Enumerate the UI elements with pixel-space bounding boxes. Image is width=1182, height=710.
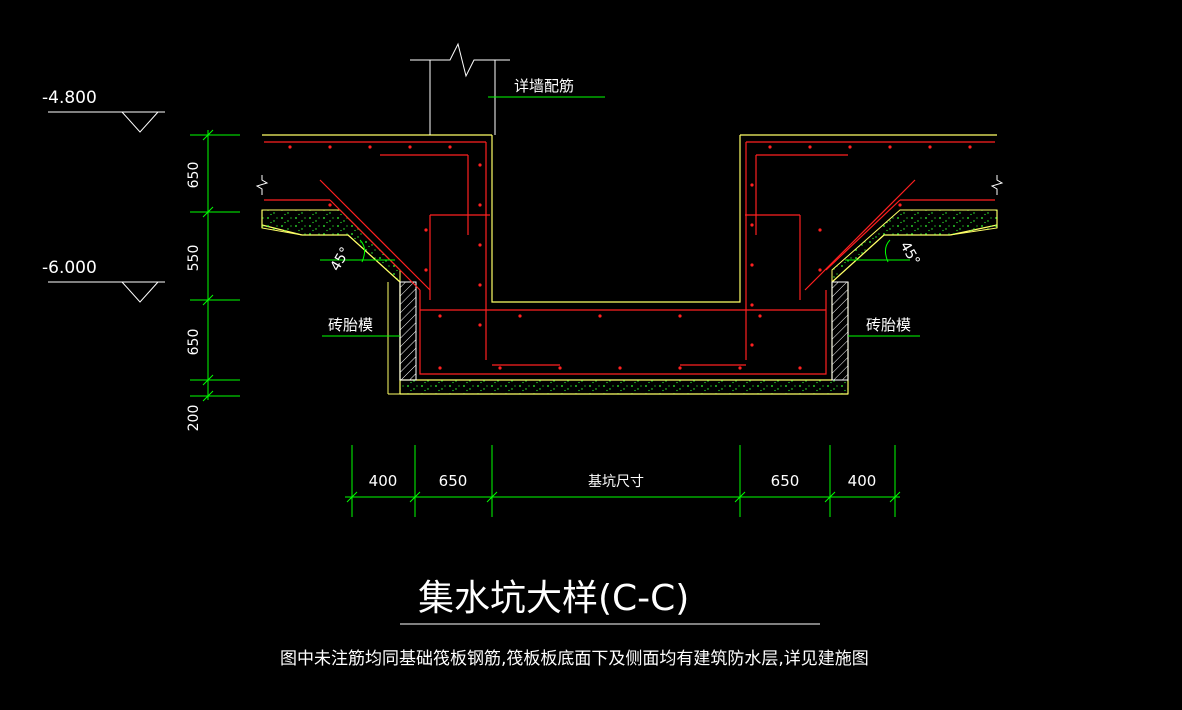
horizontal-dim-3: 基坑尺寸	[588, 473, 644, 490]
elevation-label-top: -4.800	[42, 88, 97, 108]
horizontal-dim-1: 400	[369, 472, 398, 490]
elevation-marker-top	[48, 111, 165, 133]
elevation-markers: -4.800 -6.000	[42, 88, 165, 303]
vertical-dim-4: 200	[186, 405, 202, 432]
slab-break-marks	[255, 175, 1004, 195]
rebar	[264, 141, 995, 375]
vertical-dim-1: 650	[186, 162, 202, 189]
brick-mold-label-right: 砖胎模	[866, 316, 911, 334]
elevation-label-bottom: -6.000	[42, 258, 97, 278]
horizontal-dim-4: 650	[771, 472, 800, 490]
brick-formwork	[387, 281, 849, 395]
angle-label-right: 45°	[897, 239, 923, 269]
pit-outline	[261, 134, 998, 395]
vertical-dimension-chain	[190, 129, 240, 402]
drawing-title: 集水坑大样(C-C)	[418, 578, 689, 619]
elevation-marker-bottom	[48, 281, 165, 303]
horizontal-dim-5: 400	[848, 472, 877, 490]
wall-break-symbol	[410, 42, 510, 135]
rebar-dots	[288, 145, 972, 370]
wall-rebar-label: 详墙配筋	[514, 77, 574, 95]
slope-annotations	[320, 239, 910, 263]
horizontal-dim-2: 650	[439, 472, 468, 490]
vertical-dim-2: 550	[186, 245, 202, 272]
vertical-dim-3: 650	[186, 329, 202, 356]
concrete-cushion	[261, 209, 998, 395]
horizontal-dimension-chain	[345, 445, 901, 517]
drawing-note: 图中未注筋均同基础筏板钢筋,筏板板底面下及侧面均有建筑防水层,详见建施图	[280, 649, 869, 669]
brick-mold-label-left: 砖胎模	[328, 316, 373, 334]
angle-label-left: 45°	[328, 244, 354, 274]
